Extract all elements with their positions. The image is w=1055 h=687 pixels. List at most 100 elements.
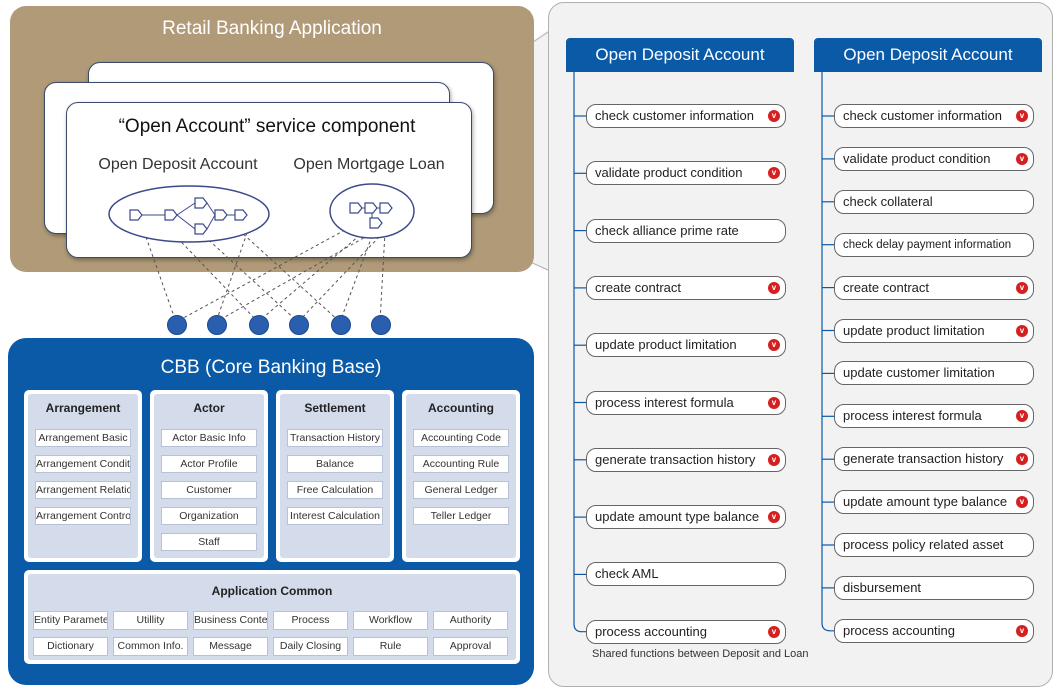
- module-item: Customer: [161, 481, 257, 499]
- flow-diagram: [108, 183, 415, 323]
- shared-functions-note: Shared functions between Deposit and Loa…: [592, 648, 809, 660]
- process-step-label: create contract: [843, 279, 929, 295]
- module-item: Transaction History: [287, 429, 383, 447]
- process-step-label: validate product condition: [843, 150, 991, 166]
- common-item: Authority: [433, 611, 508, 630]
- process-step-label: update amount type balance: [843, 494, 1008, 510]
- module-arrangement: Arrangement Arrangement Basic Arrangemen…: [24, 390, 142, 562]
- process-step: check delay payment information: [834, 232, 1034, 257]
- open-deposit-label: Open Deposit Account: [98, 156, 258, 173]
- shared-check-icon: v: [1016, 324, 1028, 337]
- module-item: Staff: [161, 533, 257, 551]
- process-step: process policy related asset: [834, 533, 1034, 557]
- module-actor: Actor Actor Basic Info Actor Profile Cus…: [150, 390, 268, 562]
- column-header: Open Deposit Account: [814, 38, 1042, 72]
- shared-check-icon: v: [768, 339, 780, 352]
- shared-check-icon: v: [1016, 410, 1028, 423]
- deposit-flow-ellipse: [108, 185, 270, 243]
- process-step-label: process policy related asset: [843, 537, 1004, 552]
- process-step: disbursement: [834, 575, 1034, 600]
- process-step: process accounting v: [586, 619, 786, 644]
- process-step-label: update customer limitation: [843, 365, 995, 381]
- module-title: Application Common: [211, 584, 333, 598]
- process-step-label: generate transaction history: [843, 451, 1004, 467]
- module-item: Actor Profile: [161, 455, 257, 473]
- deposit-flow-nodes: [129, 197, 248, 235]
- process-step: validate product condition v: [586, 161, 786, 186]
- module-item: Accounting Rule: [413, 455, 509, 473]
- interface-dot: [371, 315, 391, 335]
- module-item: Free Calculation: [287, 481, 383, 499]
- module-accounting: Accounting Accounting Code Accounting Ru…: [402, 390, 520, 562]
- module-item: Arrangement Relation: [35, 481, 131, 499]
- process-step: validate product condition v: [834, 146, 1034, 171]
- process-step-label: check customer information: [595, 108, 754, 123]
- shared-check-icon: v: [768, 625, 780, 638]
- module-settlement: Settlement Transaction History Balance F…: [276, 390, 394, 562]
- process-step: check customer information v: [586, 104, 786, 128]
- common-item: Rule: [353, 637, 428, 656]
- common-item: Dictionary: [33, 637, 108, 656]
- module-item: General Ledger: [413, 481, 509, 499]
- shared-check-icon: v: [768, 281, 780, 294]
- process-step-label: check collateral: [843, 193, 933, 209]
- common-item: Business Context: [193, 611, 268, 630]
- common-item: Utillity: [113, 611, 188, 630]
- module-item: Actor Basic Info: [161, 429, 257, 447]
- module-item: Interest Calculation: [287, 507, 383, 525]
- module-item: Accounting Code: [413, 429, 509, 447]
- process-column-deposit: Open Deposit Account check customer info…: [566, 38, 794, 644]
- process-step: check alliance prime rate: [586, 218, 786, 243]
- interface-dot: [167, 315, 187, 335]
- process-step-label: check AML: [595, 566, 659, 582]
- process-step-label: update product limitation: [843, 322, 985, 338]
- module-title: Arrangement: [45, 401, 121, 415]
- process-step-label: check customer information: [843, 108, 1002, 123]
- common-item: Approval: [433, 637, 508, 656]
- shared-check-icon: v: [768, 396, 780, 409]
- cbb-title: CBB (Core Banking Base): [160, 357, 382, 378]
- step-connector-lines: [821, 72, 834, 632]
- process-step-label: process accounting: [843, 622, 956, 638]
- service-component-title: “Open Account” service component: [118, 116, 416, 137]
- process-step-label: create contract: [595, 279, 681, 295]
- module-title: Settlement: [304, 401, 366, 415]
- process-step-label: process accounting: [595, 623, 708, 639]
- process-step-label: update amount type balance: [595, 509, 760, 525]
- process-step-label: disbursement: [843, 579, 922, 595]
- common-item: Workflow: [353, 611, 428, 630]
- module-title: Actor: [193, 401, 225, 415]
- module-item: Arrangement Basic: [35, 429, 131, 447]
- open-mortgage-label: Open Mortgage Loan: [293, 156, 445, 173]
- common-item: Common Info.: [113, 637, 188, 656]
- process-step: update product limitation v: [586, 333, 786, 358]
- shared-check-icon: v: [1016, 281, 1028, 294]
- retail-banking-title: Retail Banking Application: [162, 18, 382, 39]
- module-item: Organization: [161, 507, 257, 525]
- shared-check-icon: v: [1016, 152, 1028, 165]
- module-application-common: Application Common Entity Parameter Util…: [24, 570, 520, 664]
- shared-check-icon: v: [768, 110, 780, 122]
- shared-check-icon: v: [1016, 453, 1028, 466]
- process-step: check collateral: [834, 189, 1034, 214]
- interface-dot: [331, 315, 351, 335]
- shared-check-icon: v: [768, 453, 780, 466]
- process-step-label: process interest formula: [843, 408, 982, 424]
- process-step-label: update product limitation: [595, 337, 737, 353]
- process-step-label: validate product condition: [595, 165, 743, 181]
- process-column-loan: Open Deposit Account check customer info…: [814, 38, 1042, 643]
- module-item: Arrangement Condition: [35, 455, 131, 473]
- shared-check-icon: v: [768, 167, 780, 180]
- process-step: process interest formula v: [834, 404, 1034, 429]
- process-step: check AML: [586, 562, 786, 587]
- process-step: update customer limitation: [834, 361, 1034, 386]
- process-step: update product limitation v: [834, 318, 1034, 343]
- common-item: Process: [273, 611, 348, 630]
- service-component-card: [66, 102, 472, 258]
- common-item: Message: [193, 637, 268, 656]
- interface-dot: [207, 315, 227, 335]
- module-title: Accounting: [428, 401, 494, 415]
